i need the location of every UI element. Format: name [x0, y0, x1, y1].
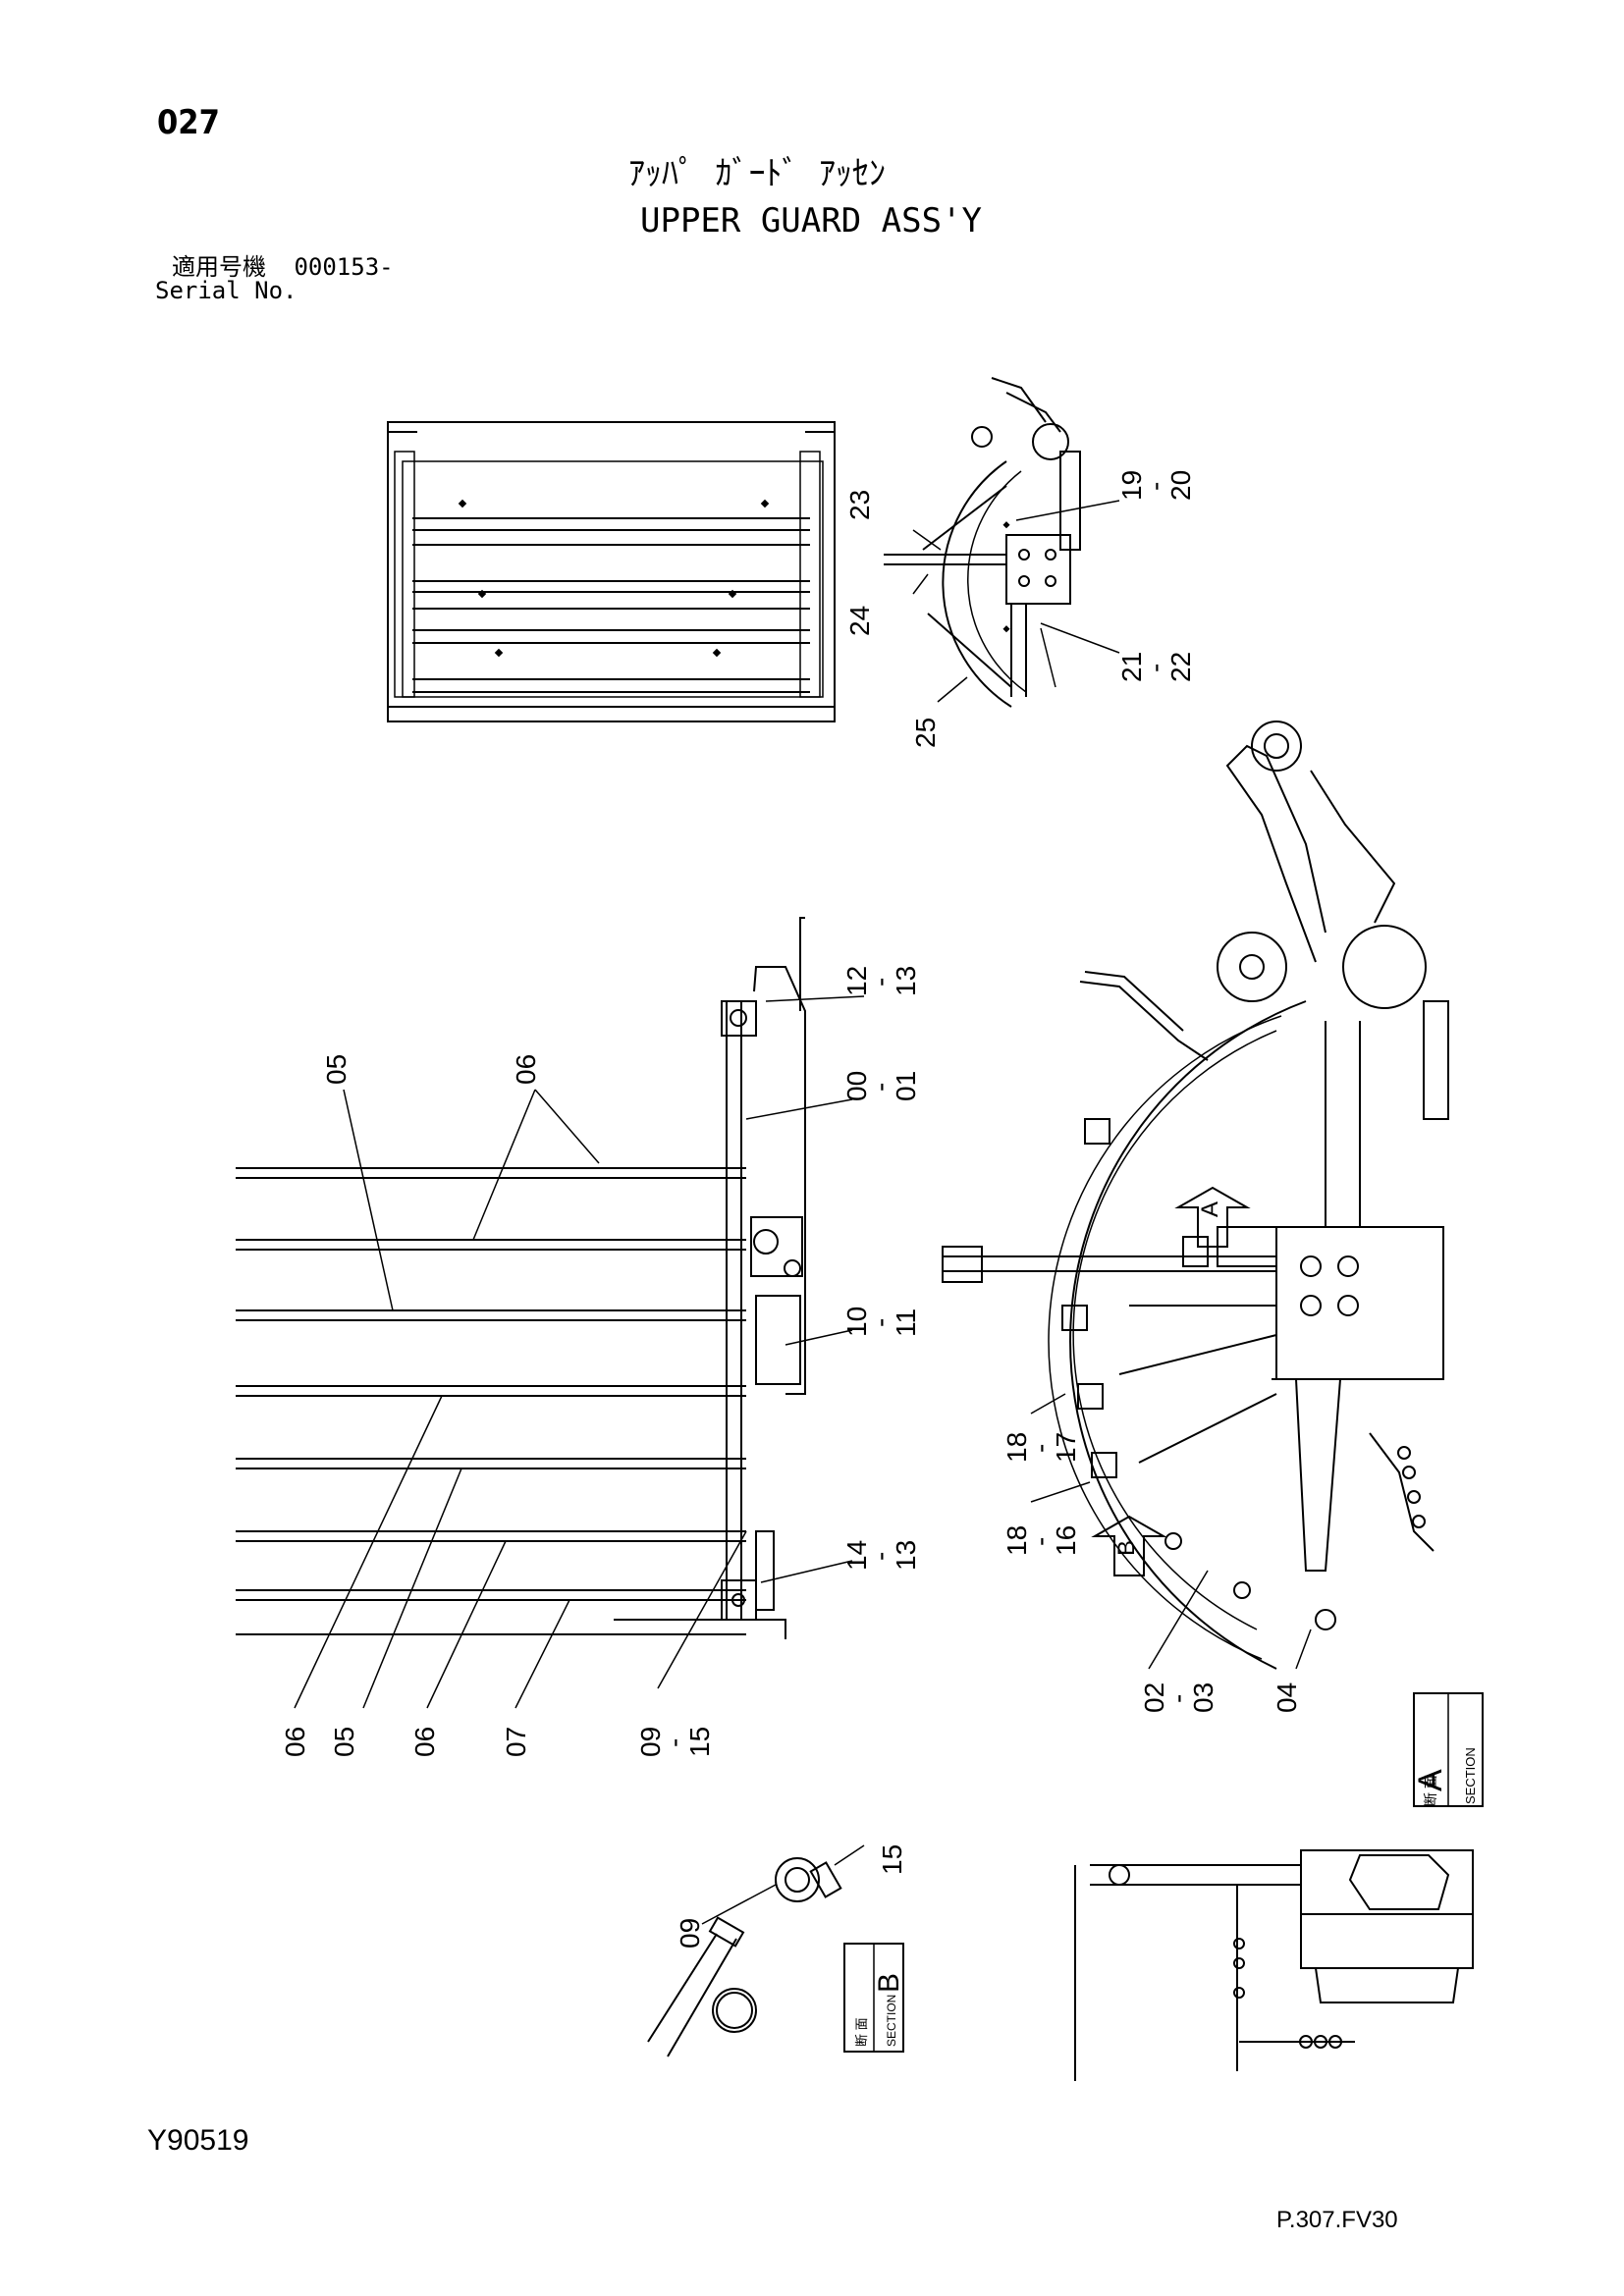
- section-b-kanji: 断 面: [854, 2017, 869, 2047]
- section-b-word: SECTION: [885, 1995, 898, 2047]
- page-number: 027: [157, 103, 220, 142]
- callout-16: 16: [1051, 1525, 1081, 1556]
- callout-19: 19: [1116, 470, 1147, 501]
- callout-17: 17: [1051, 1432, 1081, 1463]
- section-a-letter: A: [1412, 1769, 1449, 1791]
- callout-07: 07: [501, 1727, 531, 1757]
- title-japanese: ｱｯﾊﾟ ｶﾞｰﾄﾞ ｱｯｾﾝ: [628, 154, 886, 193]
- top-frame-view: [387, 421, 836, 722]
- callout-13: 13: [891, 966, 921, 996]
- section-b-label: B 断 面 SECTION: [843, 1943, 905, 2053]
- section-a-view: [1074, 1849, 1474, 2081]
- callout-20: 20: [1165, 470, 1196, 501]
- callout-06c: 06: [409, 1727, 440, 1757]
- callout-00: 00: [841, 1071, 872, 1101]
- callout-22: 22: [1165, 652, 1196, 682]
- title-english: UPPER GUARD ASS'Y: [640, 201, 982, 240]
- section-a-word: SECTION: [1463, 1747, 1478, 1804]
- detail-b-view: [647, 1844, 865, 2057]
- callout-dash: -: [865, 1083, 895, 1092]
- callout-18: 18: [1001, 1432, 1032, 1463]
- callout-18b: 18: [1001, 1525, 1032, 1556]
- callout-09: 09: [635, 1727, 666, 1757]
- callout-13b: 13: [891, 1540, 921, 1571]
- serial-label-jp-text: 適用号機: [172, 253, 266, 281]
- section-b-letter: B: [873, 1973, 905, 1993]
- callout-dash: -: [659, 1738, 689, 1747]
- callout-dash: -: [865, 1318, 895, 1327]
- callout-05b: 05: [329, 1727, 359, 1757]
- page-reference: P.307.FV30: [1276, 2207, 1398, 2233]
- callout-dash: -: [865, 978, 895, 987]
- serial-value: 000153-: [294, 253, 394, 281]
- callout-12: 12: [841, 966, 872, 996]
- section-a-kanji: 断 面: [1423, 1775, 1438, 1806]
- right-arc-view: [942, 721, 1449, 1670]
- serial-label-english: Serial No.: [155, 277, 298, 304]
- callout-dash: -: [865, 1552, 895, 1561]
- section-a-label: A 断 面 SECTION: [1412, 1692, 1484, 1807]
- callout-10: 10: [841, 1307, 872, 1337]
- document-code: Y90519: [147, 2124, 249, 2157]
- callout-15: 15: [684, 1727, 715, 1757]
- callout-02: 02: [1139, 1682, 1169, 1713]
- callout-01: 01: [891, 1071, 921, 1101]
- callout-03: 03: [1188, 1682, 1218, 1713]
- callout-21: 21: [1116, 652, 1147, 682]
- callout-05: 05: [321, 1054, 352, 1085]
- callout-11: 11: [891, 1308, 921, 1337]
- callout-dash: -: [1140, 664, 1170, 672]
- top-arc-view: [884, 377, 1081, 708]
- left-bars-view: [236, 917, 806, 1639]
- callout-06b: 06: [280, 1727, 310, 1757]
- callout-dash: -: [1025, 1444, 1056, 1453]
- callout-25: 25: [910, 718, 941, 748]
- callout-14: 14: [841, 1540, 872, 1571]
- callout-04: 04: [1272, 1682, 1302, 1713]
- callout-23: 23: [844, 490, 875, 520]
- section-arrow-b-letter: B: [1113, 1540, 1140, 1556]
- callout-dash: -: [1140, 482, 1170, 491]
- callout-06: 06: [511, 1054, 541, 1085]
- serial-label-japanese: 適用号機 000153-: [172, 255, 394, 279]
- callout-09b: 09: [675, 1918, 705, 1949]
- callout-dash: -: [1163, 1694, 1193, 1703]
- callout-dash: -: [1025, 1537, 1056, 1546]
- section-arrow-a-letter: A: [1197, 1201, 1223, 1217]
- callout-15b: 15: [877, 1844, 907, 1875]
- callout-24: 24: [844, 606, 875, 636]
